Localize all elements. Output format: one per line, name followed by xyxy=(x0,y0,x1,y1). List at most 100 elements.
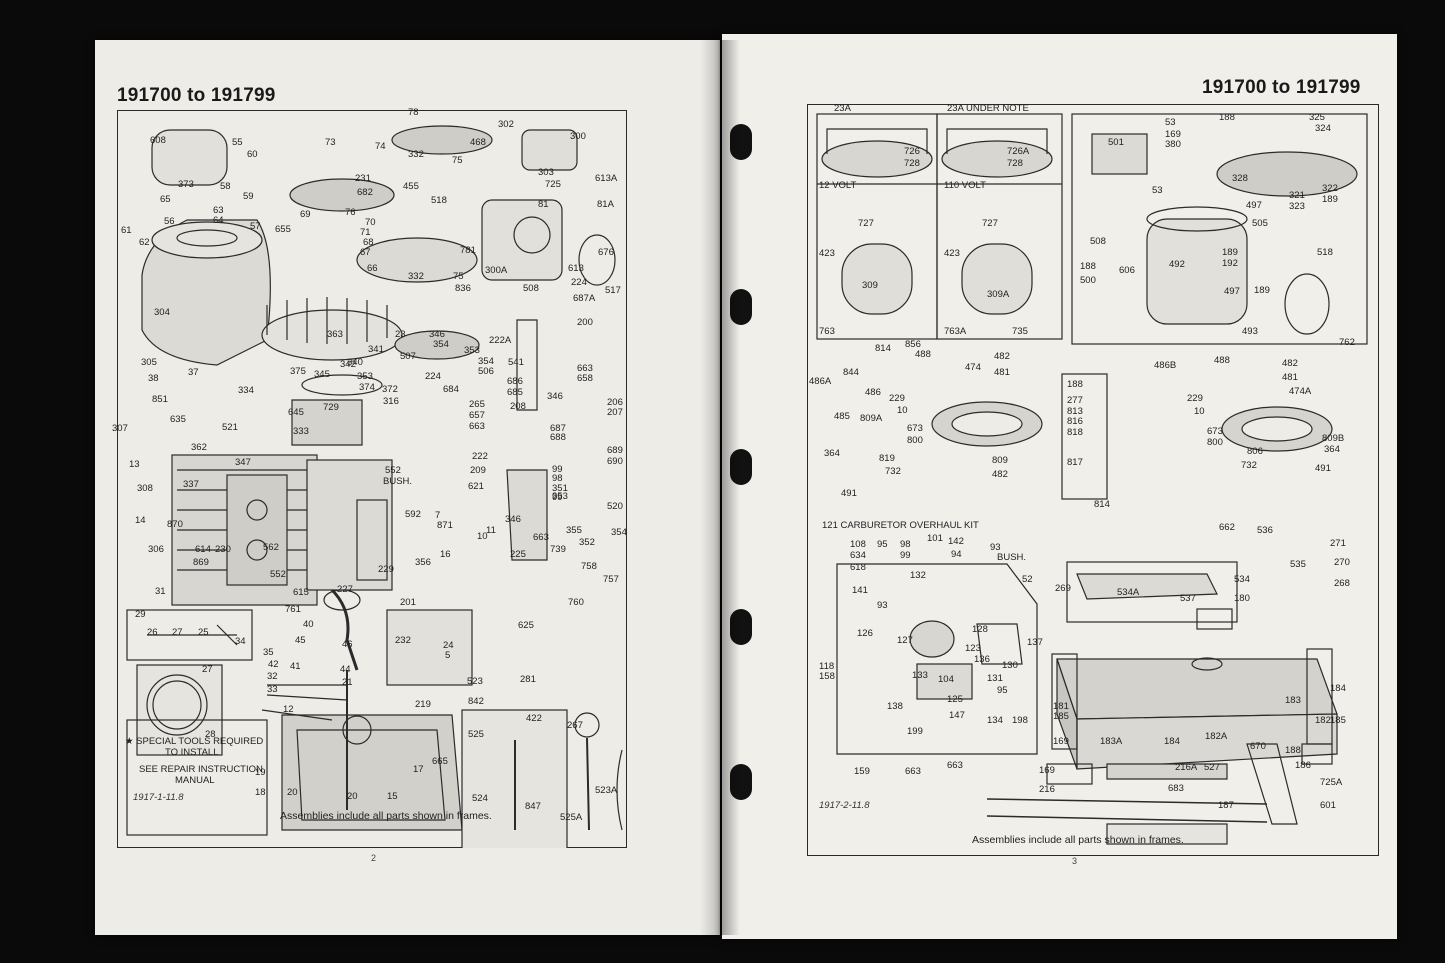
part-number-label: 25 xyxy=(198,627,209,638)
part-number-label: 265 xyxy=(469,399,485,410)
part-number-label: 64 xyxy=(213,215,224,226)
part-number-label: 615 xyxy=(293,587,309,598)
part-number-label: 729 xyxy=(323,402,339,413)
binder-hole-3 xyxy=(730,449,752,485)
part-number-label: 606 xyxy=(1119,265,1135,276)
part-number-label: 134 xyxy=(987,715,1003,726)
part-number-label: 169 xyxy=(1165,129,1181,140)
part-number-label: 71 xyxy=(360,227,371,238)
part-number-label: 688 xyxy=(550,432,566,443)
part-number-label: 518 xyxy=(431,195,447,206)
part-number-label: 216 xyxy=(1039,784,1055,795)
binder-hole-2 xyxy=(730,289,752,325)
part-number-label: 199 xyxy=(907,726,923,737)
part-number-label: 806 xyxy=(1247,446,1263,457)
part-number-label: 81 xyxy=(538,199,549,210)
part-number-label: 663 xyxy=(947,760,963,771)
part-number-label: 98 xyxy=(900,539,911,550)
part-number-label: 186 xyxy=(1295,760,1311,771)
part-number-label: 493 xyxy=(1242,326,1258,337)
part-number-label: 201 xyxy=(400,597,416,608)
part-number-label: 518 xyxy=(1317,247,1333,258)
part-number-label: 316 xyxy=(383,396,399,407)
part-number-label: 657 xyxy=(469,410,485,421)
part-number-label: 455 xyxy=(403,181,419,192)
part-number-label: 123 xyxy=(965,643,981,654)
left-caption: Assemblies include all parts shown in fr… xyxy=(280,810,492,822)
part-number-label: 184 xyxy=(1330,683,1346,694)
part-number-label: 75 xyxy=(453,271,464,282)
part-number-label: 363 xyxy=(327,329,343,340)
part-number-label: 271 xyxy=(1330,538,1346,549)
part-number-label: 302 xyxy=(498,119,514,130)
part-number-label: 813 xyxy=(1067,406,1083,417)
part-number-label: 232 xyxy=(395,635,411,646)
part-number-label: 670 xyxy=(1250,741,1266,752)
right-page-number: 3 xyxy=(1072,856,1078,866)
part-number-label: 727 xyxy=(858,218,874,229)
part-number-label: 613 xyxy=(568,263,584,274)
part-number-label: 814 xyxy=(875,343,891,354)
heading-carb-kit: 121 CARBURETOR OVERHAUL KIT xyxy=(822,520,979,531)
part-number-label: 354 xyxy=(611,527,627,538)
part-number-label: 482 xyxy=(994,351,1010,362)
part-number-label: 68 xyxy=(363,237,374,248)
part-number-label: 169 xyxy=(1039,765,1055,776)
part-number-label: 758 xyxy=(581,561,597,572)
part-number-label: 17 xyxy=(413,764,424,775)
part-number-label: 486 xyxy=(865,387,881,398)
part-number-label: 158 xyxy=(819,671,835,682)
part-number-label: 847 xyxy=(525,801,541,812)
part-number-label: 525 xyxy=(468,729,484,740)
part-number-label: 663 xyxy=(469,421,485,432)
special-tools-note-1: ★ SPECIAL TOOLS REQUIRED xyxy=(125,736,264,747)
part-number-label: 491 xyxy=(841,488,857,499)
part-number-label: 325 xyxy=(1309,112,1325,123)
part-number-label: 206 xyxy=(607,397,623,408)
part-number-label: 229 xyxy=(378,564,394,575)
part-number-label: 485 xyxy=(834,411,850,422)
part-number-label: 663 xyxy=(533,532,549,543)
part-number-label: 332 xyxy=(408,271,424,282)
part-number-label: 685 xyxy=(507,387,523,398)
part-number-label: 60 xyxy=(247,149,258,160)
part-number-label: 189 xyxy=(1222,247,1238,258)
left-drawing-code: 1917-1-11.8 xyxy=(133,792,184,803)
right-exploded-diagram xyxy=(816,113,1368,845)
part-number-label: 46 xyxy=(342,639,353,650)
part-number-label: 356 xyxy=(415,557,431,568)
part-number-label: 200 xyxy=(577,317,593,328)
part-number-label: 208 xyxy=(510,401,526,412)
part-number-label: 739 xyxy=(550,544,566,555)
part-number-label: 324 xyxy=(1315,123,1331,134)
part-number-label: 137 xyxy=(1027,637,1043,648)
part-number-label: 690 xyxy=(607,456,623,467)
left-page-number: 2 xyxy=(371,853,377,863)
part-number-label: 375 xyxy=(290,366,306,377)
part-number-label: 842 xyxy=(468,696,484,707)
part-number-label: 321 xyxy=(1289,190,1305,201)
part-number-label: 32 xyxy=(267,671,278,682)
part-number-label: 19 xyxy=(255,767,266,778)
part-number-label: 506 xyxy=(478,366,494,377)
part-number-label: 300 xyxy=(570,131,586,142)
part-number-label: 76 xyxy=(345,207,356,218)
part-number-label: 507 xyxy=(400,351,416,362)
heading-23a-under-note: 23A UNDER NOTE xyxy=(947,103,1029,114)
part-number-label: 5 xyxy=(445,650,451,661)
part-number-label: 188 xyxy=(1067,379,1083,390)
part-number-label: 844 xyxy=(843,367,859,378)
part-number-label: 20 xyxy=(287,787,298,798)
part-number-label: 56 xyxy=(164,216,175,227)
part-number-label: 141 xyxy=(852,585,868,596)
part-number-label: 130 xyxy=(1002,660,1018,671)
part-number-label: 41 xyxy=(290,661,301,672)
part-number-label: 725 xyxy=(545,179,561,190)
part-number-label: 481 xyxy=(994,367,1010,378)
part-number-label: 323 xyxy=(1289,201,1305,212)
part-number-label: 127 xyxy=(897,635,913,646)
part-number-label: 347 xyxy=(235,457,251,468)
part-number-label: 28 xyxy=(205,729,216,740)
part-number-label: 15 xyxy=(387,791,398,802)
part-number-label: 364 xyxy=(1324,444,1340,455)
